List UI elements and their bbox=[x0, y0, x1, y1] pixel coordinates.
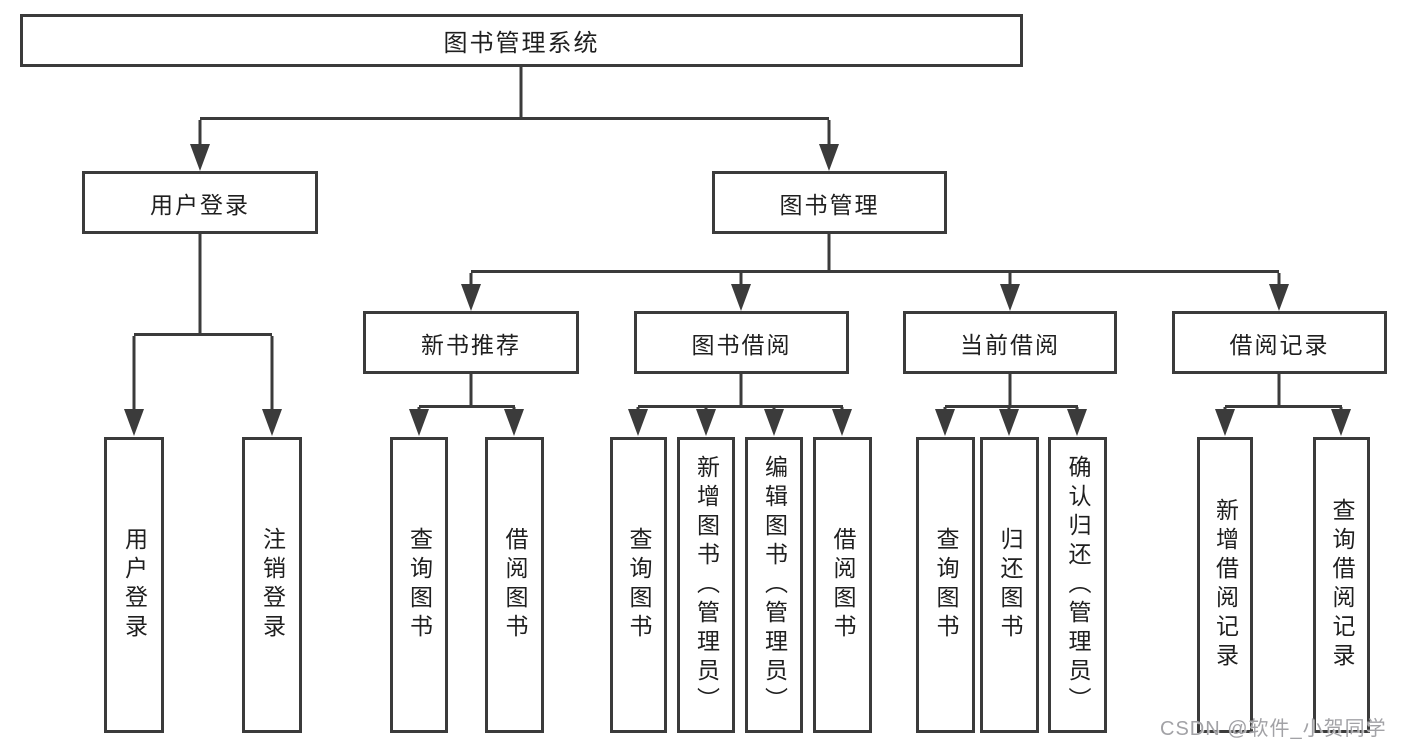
leaf-query-borrow-record: 查询借阅记录 bbox=[1313, 437, 1370, 733]
leaf-logout: 注销登录 bbox=[242, 437, 302, 733]
node-current-borrowing: 当前借阅 bbox=[903, 311, 1117, 374]
leaf-return-books: 归还图书 bbox=[980, 437, 1039, 733]
node-borrow-records: 借阅记录 bbox=[1172, 311, 1387, 374]
node-book-borrowing: 图书借阅 bbox=[634, 311, 849, 374]
leaf-add-books-admin: 新增图书（管理员） bbox=[677, 437, 735, 733]
node-new-book-recommend: 新书推荐 bbox=[363, 311, 579, 374]
leaf-query-books-recommend: 查询图书 bbox=[390, 437, 448, 733]
leaf-edit-books-admin: 编辑图书（管理员） bbox=[745, 437, 803, 733]
leaf-query-books-current: 查询图书 bbox=[916, 437, 975, 733]
node-library-system: 图书管理系统 bbox=[20, 14, 1023, 67]
node-user-login: 用户登录 bbox=[82, 171, 318, 234]
leaf-query-books-borrowing: 查询图书 bbox=[610, 437, 667, 733]
leaf-borrow-books-recommend: 借阅图书 bbox=[485, 437, 544, 733]
csdn-watermark: CSDN @软件_小贺同学 bbox=[1160, 718, 1387, 740]
node-book-management: 图书管理 bbox=[712, 171, 947, 234]
leaf-add-borrow-record: 新增借阅记录 bbox=[1197, 437, 1253, 733]
leaf-user-login: 用户登录 bbox=[104, 437, 164, 733]
leaf-borrow-books: 借阅图书 bbox=[813, 437, 872, 733]
arrowheads bbox=[124, 144, 1351, 436]
leaf-confirm-return-admin: 确认归还（管理员） bbox=[1048, 437, 1107, 733]
